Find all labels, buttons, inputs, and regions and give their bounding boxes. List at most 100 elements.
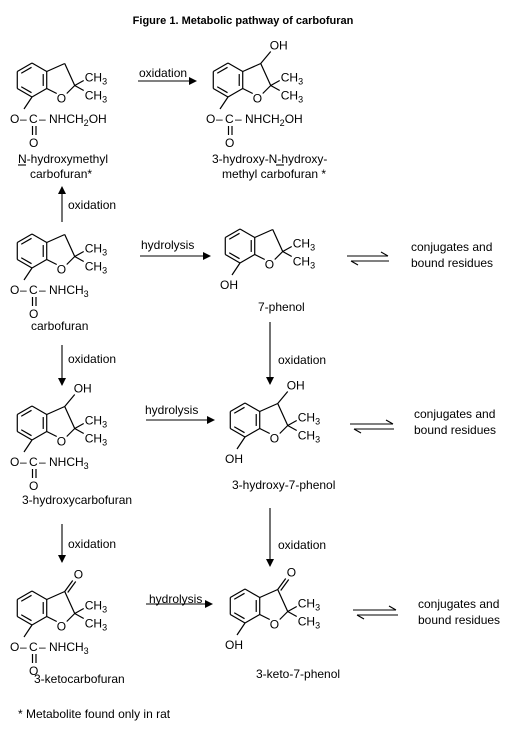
ring-bond [244, 588, 261, 599]
carbamate-carbon: C [225, 112, 234, 126]
conjugates-1-line2: bound residues [411, 256, 493, 270]
furan-bond [66, 428, 76, 437]
equilibrium-arrow-1 [347, 251, 389, 266]
conjugates-1-line1: conjugates and [411, 240, 492, 254]
ring-double-bond [233, 612, 245, 620]
phenol-hydroxyl: OH [225, 638, 243, 652]
label-oxidation-top: oxidation [139, 66, 187, 80]
carbamate-carbon: C [29, 455, 38, 469]
furan-bond [259, 613, 270, 621]
furan-oxygen: O [57, 263, 66, 277]
ester-oxygen: O [10, 640, 19, 654]
ester-dash: – [20, 640, 27, 654]
ring-bond [227, 62, 244, 73]
conjugates-3-line1: conjugates and [418, 597, 499, 611]
ch3-upper: CH3 [85, 242, 107, 258]
ester-bond [23, 624, 33, 638]
methyl-bond [74, 422, 85, 430]
methyl-bond [74, 255, 85, 263]
carbamate-carbon: C [29, 112, 38, 126]
hydroxyl-bond [231, 262, 241, 276]
furan-bond [64, 63, 76, 86]
furan-bond [259, 402, 278, 413]
ch3-upper: CH3 [85, 71, 107, 87]
ch3-lower: CH3 [298, 429, 320, 445]
methyl-bond [287, 419, 298, 427]
furan-bond [274, 251, 284, 260]
ring-double-bond [233, 426, 245, 434]
furan-bond [254, 228, 273, 239]
ring-bond [244, 427, 261, 438]
ring-bond [31, 615, 48, 626]
ch3-lower: CH3 [85, 260, 107, 276]
ring-bond [31, 87, 48, 98]
ring-double-bond [20, 614, 32, 622]
furan-bond [277, 403, 289, 426]
molecule-structures: OCH3CH3O–C–ONHCH2OHOCH3CH3OHO–C–ONHCH2OH… [10, 39, 320, 679]
ester-bond [23, 96, 33, 110]
ring-double-bond [20, 86, 32, 94]
furan-bond [272, 229, 284, 252]
ch3-upper: CH3 [293, 237, 315, 253]
furan-bond [242, 87, 253, 95]
c3-keto-oxygen: O [287, 566, 296, 580]
conjugates-2-line1: conjugates and [414, 407, 495, 421]
ring-bond [229, 427, 246, 438]
furan-bond [279, 611, 289, 620]
methyl-bond [270, 84, 281, 92]
amine-nhch3: NHCH3 [49, 283, 89, 299]
phenol-hydroxyl: OH [225, 452, 243, 466]
ch3-lower: CH3 [293, 255, 315, 271]
ring-double-bond [20, 429, 32, 437]
ring-bond [31, 590, 48, 601]
ring-bond [212, 62, 229, 73]
label-n-hydroxymethyl-line1: N-hydroxymethyl [18, 152, 108, 166]
figure-title: Figure 1. Metabolic pathway of carbofura… [133, 15, 354, 27]
ch3-lower: CH3 [85, 617, 107, 633]
ring-double-bond [233, 592, 245, 600]
phenol-hydroxyl: OH [220, 278, 238, 292]
label-3-hydroxy-7-phenol: 3-hydroxy-7-phenol [232, 478, 335, 492]
carbamate-dash: – [235, 112, 242, 126]
c3-keto-oxygen: O [74, 568, 83, 582]
ring-bond [31, 430, 48, 441]
ch3-lower: CH3 [298, 615, 320, 631]
c3-hydroxyl: OH [270, 39, 288, 53]
furan-bond [46, 615, 57, 623]
hydroxyl-bond [236, 436, 246, 450]
ring-double-bond [216, 86, 228, 94]
furan-bond [46, 405, 65, 416]
furan-oxygen: O [253, 92, 262, 106]
furan-bond [277, 589, 289, 612]
label-hydroxy-n-hydroxymethyl-line2: methyl carbofuran * [222, 167, 326, 181]
ring-bond [227, 87, 244, 98]
ester-oxygen: O [10, 283, 19, 297]
carbamate-carbon: C [29, 640, 38, 654]
methyl-bond [287, 610, 298, 618]
ester-bond [219, 96, 229, 110]
ring-bond [244, 402, 261, 413]
ring-bond [16, 258, 33, 269]
furan-bond [64, 406, 76, 429]
label-3-hydroxycarbofuran: 3-hydroxycarbofuran [22, 493, 132, 507]
ring-bond [229, 588, 246, 599]
methyl-bond [74, 79, 85, 87]
ring-bond [16, 430, 33, 441]
furan-bond [254, 253, 265, 261]
label-carbofuran: carbofuran [31, 319, 88, 333]
ch3-upper: CH3 [85, 599, 107, 615]
ester-oxygen: O [10, 112, 19, 126]
amine-nhch2oh: NHCH2OH [49, 112, 107, 128]
amine-nhch2oh: NHCH2OH [245, 112, 303, 128]
furan-bond [259, 427, 270, 435]
equilibrium-arrow-2 [350, 419, 394, 434]
ring-bond [16, 233, 33, 244]
carbamate-dash: – [39, 283, 46, 297]
ring-bond [16, 405, 33, 416]
label-3-keto-7-phenol: 3-keto-7-phenol [256, 667, 340, 681]
methyl-bond [74, 84, 85, 92]
ring-bond [212, 87, 229, 98]
furan-bond [46, 590, 65, 601]
carbamate-dash: – [39, 640, 46, 654]
